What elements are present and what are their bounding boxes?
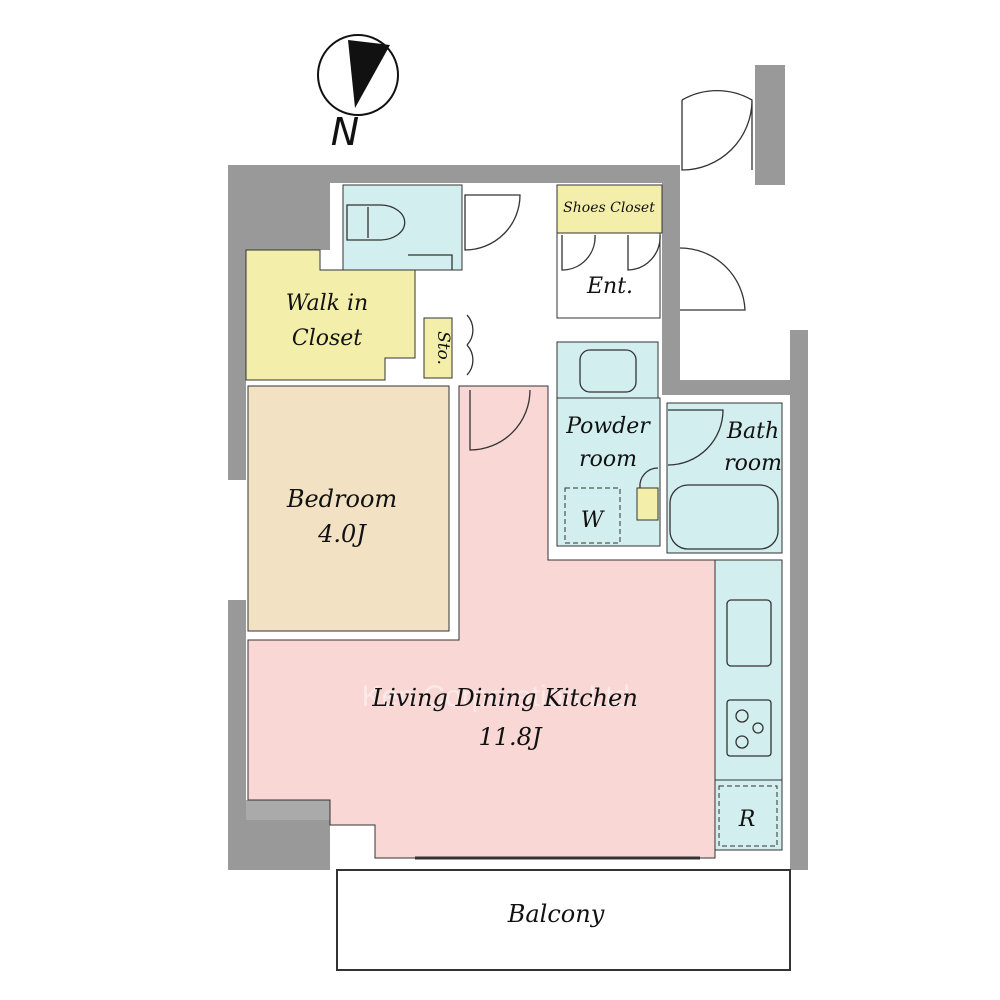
shoes-closet-label: Shoes Closet [563,200,655,216]
refrigerator-label: R [738,807,756,832]
walls [228,65,808,870]
north-compass-icon: N [317,34,399,154]
refrigerator-spot [718,785,778,847]
entrance [556,232,661,319]
walk-in-closet [245,249,416,381]
ldk-label: Living Dining Kitchen [371,684,638,712]
shoes-closet [556,184,663,234]
bath-room-label-2: room [724,451,782,476]
door-swings [464,90,753,489]
ldk-size: 11.8J [478,723,542,751]
washer-spot [564,487,621,544]
entrance-label: Ent. [586,274,633,299]
living-dining-kitchen [247,385,716,859]
walk-in-closet-label-2: Closet [292,326,362,351]
bedroom-size: 4.0J [317,520,367,548]
powder-room [556,397,661,547]
compass-label: N [331,110,359,154]
stove-icon [726,699,772,757]
utility-shelf [636,487,659,521]
powder-room-label: Powder [565,414,651,439]
bedroom-label: Bedroom [286,485,397,513]
balcony [336,869,791,971]
sink-icon [579,349,637,393]
powder-room-label-2: room [579,447,637,472]
toilet [342,184,463,271]
storage-label: Sto. [433,331,453,365]
kitchen-counter [714,559,783,781]
washer-label: W [581,508,606,533]
bedroom [247,385,450,632]
bath-room-label: Bath [726,419,779,444]
refrigerator-area [714,779,783,851]
washbasin-area [556,341,659,399]
bathtub-icon [669,484,779,550]
kitchen-sink-icon [726,599,772,667]
walk-in-closet-label: Walk in [286,291,368,316]
storage [423,317,453,379]
toilet-icon [346,204,453,270]
watermark: Ken Corporation Ltd. [362,680,639,713]
bath-room [666,402,783,554]
balcony-label: Balcony [507,900,605,928]
